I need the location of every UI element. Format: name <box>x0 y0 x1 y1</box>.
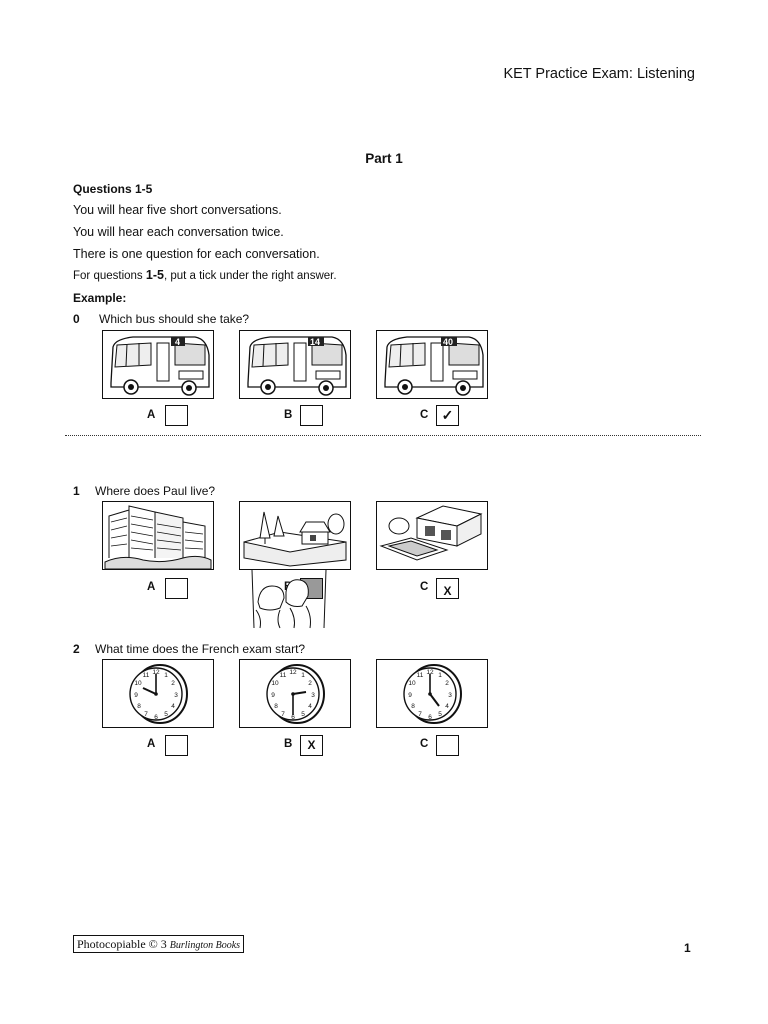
svg-text:7: 7 <box>418 711 422 718</box>
svg-text:4: 4 <box>171 703 175 710</box>
svg-text:12: 12 <box>152 669 160 676</box>
option-label: C <box>420 409 429 421</box>
question-text: What time does the French exam start? <box>95 642 306 656</box>
bus-number: 14 <box>310 337 320 347</box>
question-number: 1 <box>73 484 80 498</box>
instruction-line: There is one question for each conversat… <box>73 247 320 261</box>
option-label: A <box>147 409 156 421</box>
svg-text:5: 5 <box>438 711 442 718</box>
answer-box-b[interactable]: X <box>300 735 323 756</box>
option-label: A <box>147 738 156 750</box>
answer-box-a[interactable] <box>165 578 188 599</box>
svg-text:9: 9 <box>271 692 275 699</box>
svg-text:10: 10 <box>134 680 142 687</box>
svg-text:6: 6 <box>154 714 158 721</box>
option-c-image <box>376 501 488 570</box>
page-number: 1 <box>684 941 691 955</box>
answer-box-b[interactable] <box>300 405 323 426</box>
option-a-image <box>102 501 214 570</box>
option-label: B <box>284 409 293 421</box>
svg-text:10: 10 <box>408 680 416 687</box>
svg-text:6: 6 <box>428 714 432 721</box>
answer-box-a[interactable] <box>165 405 188 426</box>
svg-text:3: 3 <box>448 692 452 699</box>
svg-text:4: 4 <box>308 703 312 710</box>
bus-number: 4 <box>175 337 180 347</box>
option-label: A <box>147 581 156 593</box>
svg-text:11: 11 <box>143 672 150 679</box>
page-header-title: KET Practice Exam: Listening <box>503 66 695 82</box>
svg-text:3: 3 <box>174 692 178 699</box>
svg-text:11: 11 <box>417 672 424 679</box>
svg-text:8: 8 <box>274 703 278 710</box>
svg-text:5: 5 <box>301 711 305 718</box>
svg-text:8: 8 <box>137 703 141 710</box>
svg-text:3: 3 <box>311 692 315 699</box>
apartment-buildings-icon <box>104 505 212 569</box>
photocopiable-badge: Photocopiable © 3 Burlington Books <box>73 935 245 953</box>
svg-text:12: 12 <box>289 669 297 676</box>
svg-text:5: 5 <box>164 711 168 718</box>
bus-icon: 4 <box>110 336 210 396</box>
svg-text:9: 9 <box>408 692 412 699</box>
svg-text:1: 1 <box>301 672 305 679</box>
svg-text:2: 2 <box>171 680 175 687</box>
option-b-image: 14 <box>239 330 351 399</box>
svg-text:11: 11 <box>280 672 287 679</box>
answer-box-c[interactable]: ✓ <box>436 405 459 426</box>
question-text: Which bus should she take? <box>99 312 250 326</box>
question-number: 0 <box>73 312 80 326</box>
option-label: C <box>420 738 429 750</box>
answer-box-a[interactable] <box>165 735 188 756</box>
option-c-image: 40 <box>376 330 488 399</box>
svg-text:9: 9 <box>134 692 138 699</box>
option-a-image: 4 <box>102 330 214 399</box>
svg-text:1: 1 <box>164 672 168 679</box>
question-number: 2 <box>73 642 80 656</box>
answer-box-c[interactable]: X <box>436 578 459 599</box>
section-divider <box>65 435 701 436</box>
people-sketch-icon <box>251 569 327 629</box>
svg-text:6: 6 <box>291 714 295 721</box>
svg-text:4: 4 <box>445 703 449 710</box>
svg-text:8: 8 <box>411 703 415 710</box>
option-label: C <box>420 581 429 593</box>
svg-text:2: 2 <box>308 680 312 687</box>
question-text: Where does Paul live? <box>95 484 216 498</box>
svg-text:7: 7 <box>144 711 148 718</box>
tick-instruction: For questions 1-5, put a tick under the … <box>73 268 337 282</box>
answer-box-c[interactable] <box>436 735 459 756</box>
svg-text:12: 12 <box>426 669 434 676</box>
bus-icon: 40 <box>384 336 484 396</box>
svg-text:7: 7 <box>281 711 285 718</box>
stray-sketch-image <box>250 568 330 630</box>
svg-text:1: 1 <box>438 672 442 679</box>
house-with-trees-icon <box>243 511 347 567</box>
example-label: Example: <box>73 291 127 305</box>
svg-text:10: 10 <box>271 680 279 687</box>
house-with-pool-icon <box>379 505 483 561</box>
option-b-image <box>239 501 351 570</box>
questions-heading: Questions 1-5 <box>73 182 153 196</box>
bus-icon: 14 <box>247 336 347 396</box>
instruction-line: You will hear five short conversations. <box>73 203 282 217</box>
option-label: B <box>284 738 293 750</box>
svg-text:2: 2 <box>445 680 449 687</box>
part-title: Part 1 <box>365 151 403 166</box>
instruction-line: You will hear each conversation twice. <box>73 225 284 239</box>
bus-number: 40 <box>443 337 453 347</box>
